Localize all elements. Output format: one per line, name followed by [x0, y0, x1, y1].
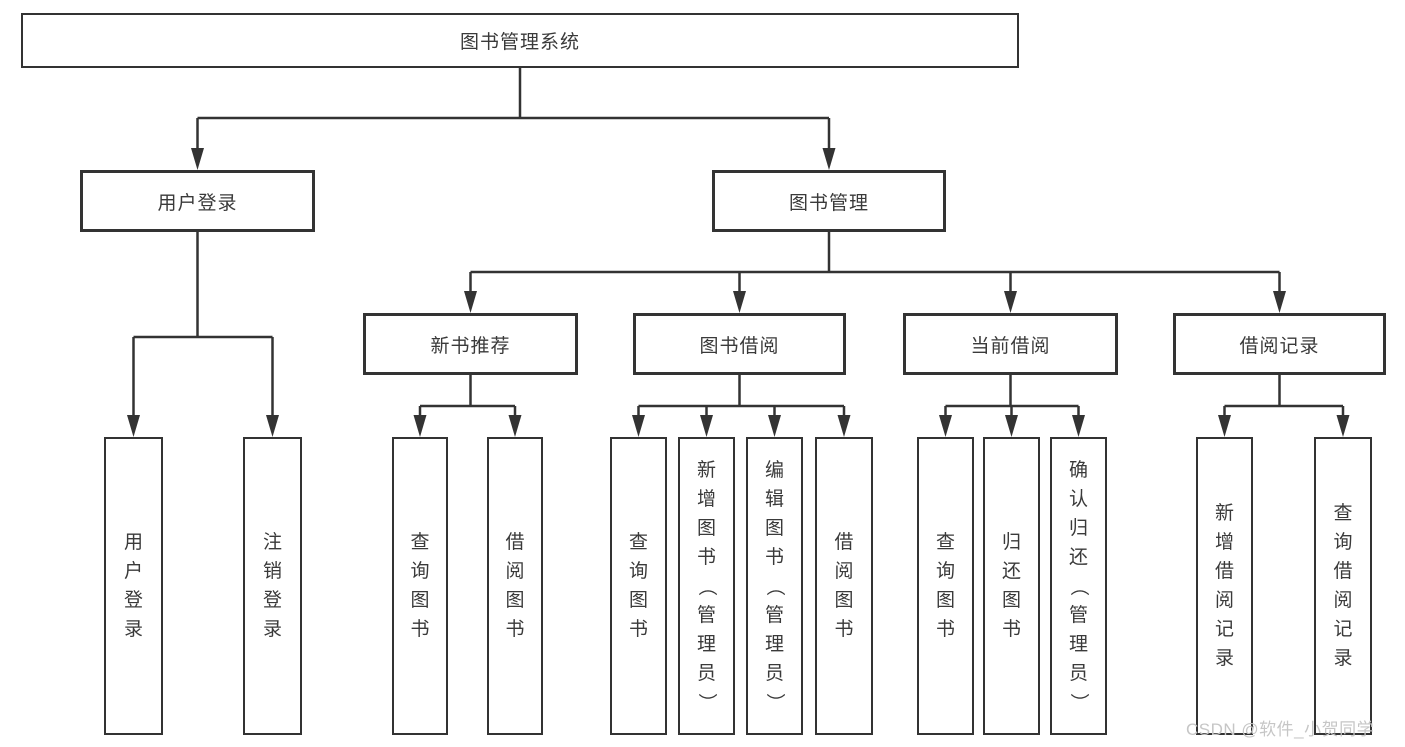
node-label: 用户登录 — [123, 532, 143, 640]
node-label: 归还图书 — [1001, 532, 1021, 640]
node-book-borrow: 图书借阅 — [633, 313, 846, 375]
node-label: 查询图书 — [628, 532, 648, 640]
leaf-logout: 注销登录 — [243, 437, 302, 735]
node-label: 注销登录 — [262, 532, 282, 640]
node-root: 图书管理系统 — [21, 13, 1019, 68]
leaf-user-login: 用户登录 — [104, 437, 163, 735]
leaf-query-books-1: 查询图书 — [392, 437, 448, 735]
leaf-add-borrow-record: 新增借阅记录 — [1196, 437, 1253, 735]
node-label: 新增借阅记录 — [1214, 503, 1234, 669]
node-label: 确认归还（管理员） — [1068, 459, 1089, 712]
node-label: 图书借阅 — [699, 335, 780, 357]
node-user-login: 用户登录 — [80, 170, 315, 232]
node-label: 借阅记录 — [1239, 335, 1320, 357]
leaf-borrow-books-1: 借阅图书 — [487, 437, 543, 735]
node-label: 查询借阅记录 — [1333, 503, 1353, 669]
watermark: CSDN @软件_小贺同学 — [1186, 720, 1375, 739]
node-label: 图书管理 — [788, 192, 869, 214]
leaf-query-books-3: 查询图书 — [917, 437, 974, 735]
node-new-book-recommend: 新书推荐 — [363, 313, 578, 375]
node-label: 编辑图书（管理员） — [764, 459, 785, 712]
node-label: 借阅图书 — [834, 532, 854, 640]
node-label: 借阅图书 — [505, 532, 525, 640]
leaf-confirm-return-admin: 确认归还（管理员） — [1050, 437, 1107, 735]
node-borrow-record: 借阅记录 — [1173, 313, 1386, 375]
node-current-borrow: 当前借阅 — [903, 313, 1118, 375]
node-label: 图书管理系统 — [459, 32, 580, 53]
node-label: 查询图书 — [410, 532, 430, 640]
node-book-management: 图书管理 — [712, 170, 946, 232]
node-label: 当前借阅 — [970, 335, 1051, 357]
leaf-edit-book-admin: 编辑图书（管理员） — [746, 437, 803, 735]
node-label: 查询图书 — [935, 532, 955, 640]
node-label: 新增图书（管理员） — [696, 459, 717, 712]
leaf-add-book-admin: 新增图书（管理员） — [678, 437, 735, 735]
node-label: 新书推荐 — [430, 335, 511, 357]
leaf-return-book: 归还图书 — [983, 437, 1040, 735]
leaf-query-borrow-record: 查询借阅记录 — [1314, 437, 1372, 735]
leaf-borrow-books-2: 借阅图书 — [815, 437, 873, 735]
node-label: 用户登录 — [157, 192, 238, 214]
leaf-query-books-2: 查询图书 — [610, 437, 667, 735]
